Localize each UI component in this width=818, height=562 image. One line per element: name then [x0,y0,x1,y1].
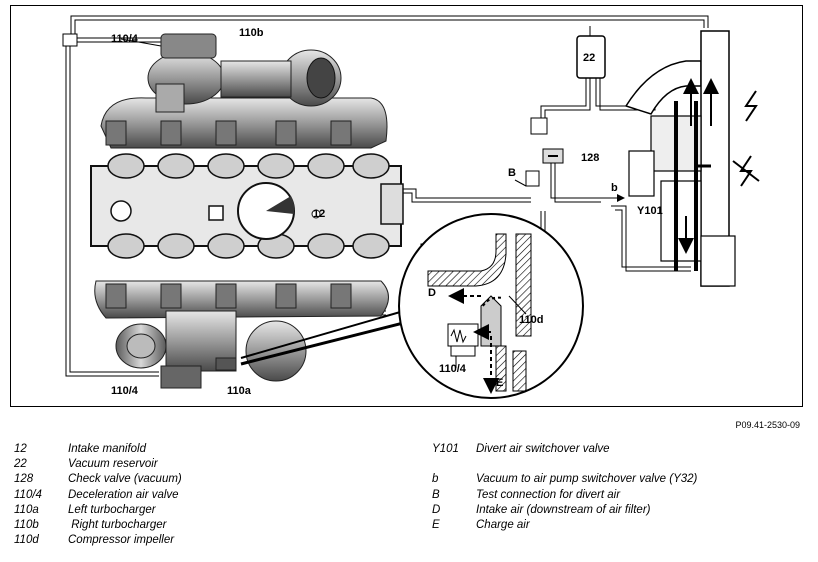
electric-off-icon [732,155,760,187]
left-turbocharger [94,280,389,389]
diagram-frame: 110/4 110b 22 128 B b Y101 12 110d D E 1… [10,5,803,407]
vacuum-reservoir [576,35,606,79]
label-22: 22 [583,52,595,64]
legend-row: 110b Right turbocharger [14,518,167,531]
label-e: E [496,377,503,389]
check-valve [514,117,564,187]
label-b-test: B [508,167,516,179]
system-diagram: 110/4 110b 22 128 B b Y101 12 110d D E 1… [62,15,760,399]
label-110-4-top: 110/4 [111,33,139,45]
label-b-vacuum: b [611,182,618,194]
detail-view [398,213,584,399]
document-id: P09.41-2530-09 [735,420,800,430]
label-12: 12 [313,208,325,220]
cylinder-head [90,153,404,259]
label-110-4-bottom: 110/4 [111,385,139,397]
label-110a: 110a [227,385,252,397]
detail-pointer [240,314,432,366]
electric-active-icon [744,90,758,122]
label-y101: Y101 [637,205,663,217]
label-110b: 110b [239,27,264,39]
legend-spacer [432,457,697,472]
label-128: 128 [581,152,599,164]
vacuum-lines [65,15,709,377]
leader-110-4-top [120,38,162,47]
right-turbocharger [100,33,388,149]
label-d: D [428,287,436,299]
label-110-4-detail: 110/4 [439,363,467,375]
label-110d: 110d [519,314,543,326]
intake-pipe [624,30,736,287]
